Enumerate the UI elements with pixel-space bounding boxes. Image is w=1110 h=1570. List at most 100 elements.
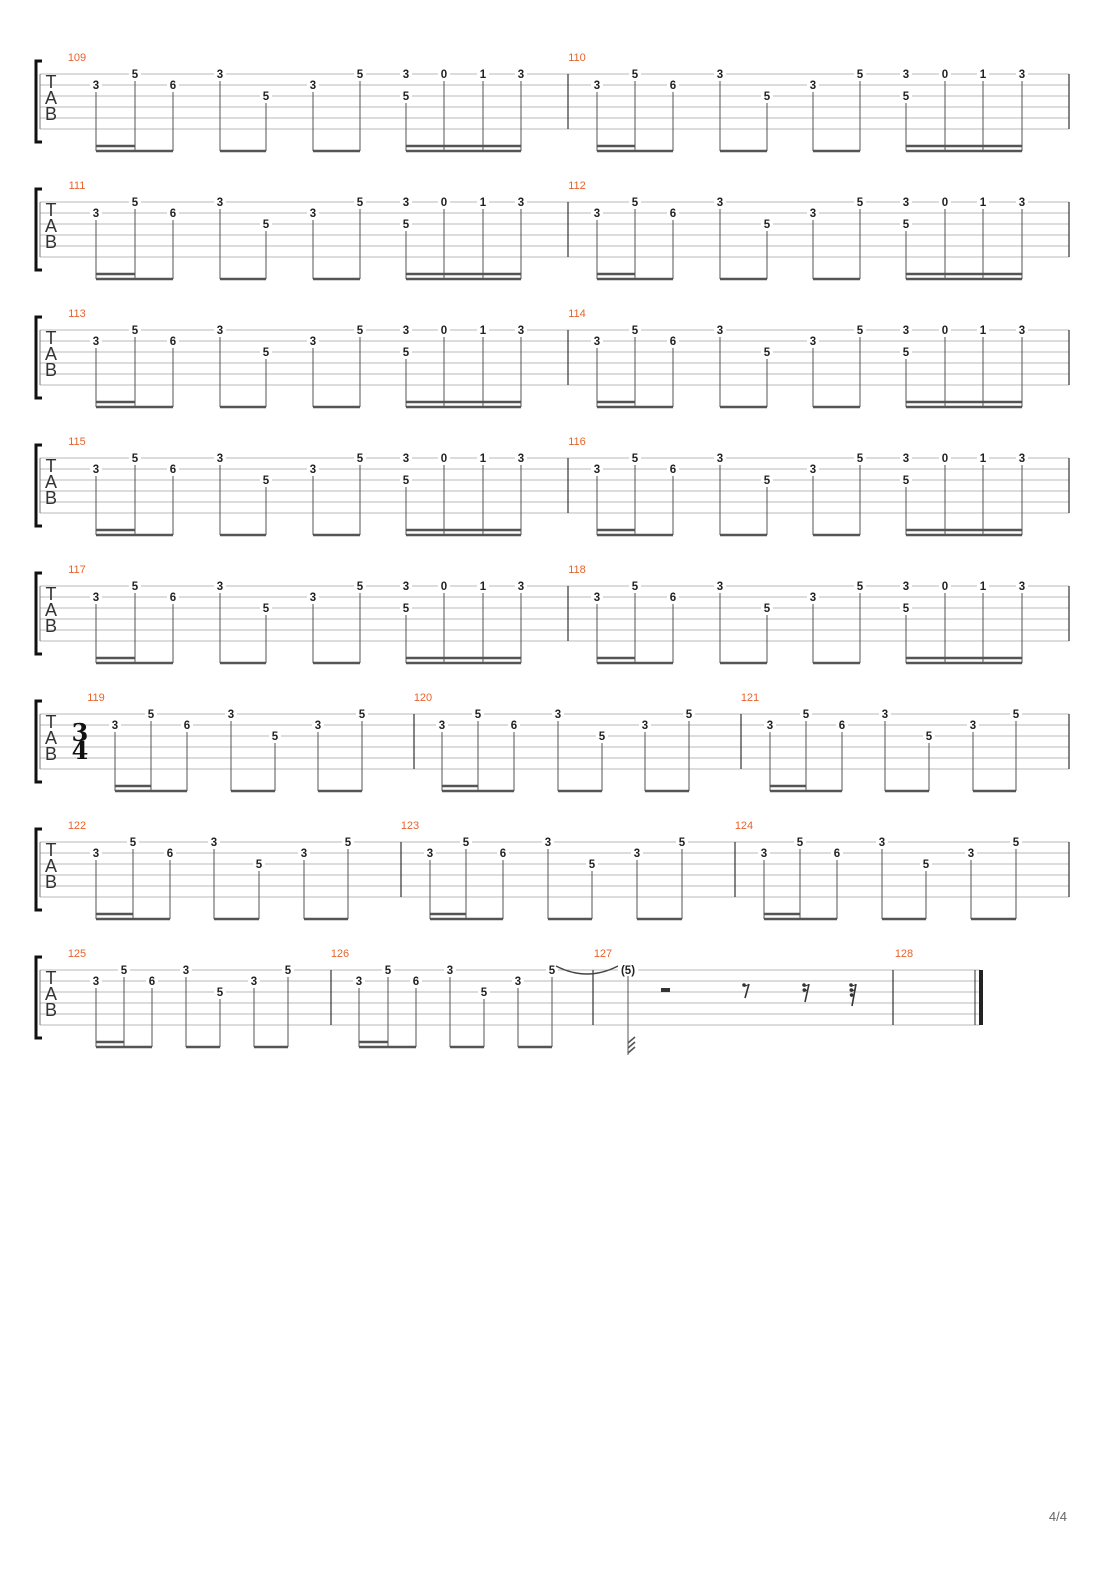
fret-mask <box>356 708 368 719</box>
fret-mask <box>1010 708 1022 719</box>
measure-number: 128 <box>895 948 913 960</box>
fret-mask <box>400 324 412 335</box>
fret-number: 3 <box>594 208 600 220</box>
fret-mask <box>164 847 176 858</box>
fret-mask <box>477 196 489 207</box>
fret-mask <box>214 324 226 335</box>
tab-clef-b: B <box>45 488 57 508</box>
fret-number: 0 <box>441 325 447 337</box>
tab-clef-a: A <box>45 856 57 876</box>
rest-flag <box>803 989 809 992</box>
fret-mask <box>900 602 912 613</box>
fret-number: 3 <box>217 197 223 209</box>
fret-number: 3 <box>903 325 909 337</box>
fret-number: 5 <box>1013 709 1020 721</box>
measure-number: 116 <box>568 436 586 448</box>
measure-number: 109 <box>68 52 86 64</box>
fret-number: 3 <box>301 848 307 860</box>
fret-number: 5 <box>764 475 771 487</box>
fret-number: 3 <box>717 69 723 81</box>
fret-number: 1 <box>480 197 487 209</box>
fret-number: 5 <box>132 69 139 81</box>
fret-mask <box>1016 580 1028 591</box>
fret-number: 5 <box>357 197 364 209</box>
fret-mask <box>618 964 638 975</box>
measure-number: 123 <box>401 820 419 832</box>
fret-mask <box>794 836 806 847</box>
fret-number: 5 <box>403 91 410 103</box>
fret-mask <box>714 324 726 335</box>
fret-number: 3 <box>903 197 909 209</box>
fret-number: 5 <box>926 731 933 743</box>
measure-number: 113 <box>68 308 86 320</box>
fret-mask <box>667 207 679 218</box>
half-rest <box>661 988 670 992</box>
fret-mask <box>167 463 179 474</box>
tab-clef-t: T <box>46 72 57 92</box>
fret-number: 6 <box>511 720 517 732</box>
fret-mask <box>438 452 450 463</box>
fret-mask <box>923 730 935 741</box>
fret-mask <box>472 708 484 719</box>
fret-number: 6 <box>500 848 506 860</box>
fret-number: 5 <box>263 91 270 103</box>
fret-mask <box>477 324 489 335</box>
fret-number: 5 <box>217 987 224 999</box>
fret-number: 5 <box>857 325 864 337</box>
fret-mask <box>354 196 366 207</box>
fret-number: 3 <box>356 976 362 988</box>
fret-mask <box>260 218 272 229</box>
fret-number: 3 <box>634 848 640 860</box>
fret-mask <box>354 324 366 335</box>
fret-mask <box>129 324 141 335</box>
fret-number: 3 <box>310 464 316 476</box>
fret-number: 5 <box>132 581 139 593</box>
fret-number: 3 <box>310 592 316 604</box>
fret-mask <box>854 324 866 335</box>
fret-number: 3 <box>217 69 223 81</box>
fret-mask <box>90 207 102 218</box>
fret-mask <box>977 324 989 335</box>
fret-mask <box>854 68 866 79</box>
system-bracket <box>34 443 42 528</box>
fret-number: 6 <box>670 592 676 604</box>
fret-mask <box>515 324 527 335</box>
measure-number: 117 <box>68 564 86 576</box>
fret-mask <box>181 719 193 730</box>
fret-mask <box>400 346 412 357</box>
fret-number: 5 <box>132 325 139 337</box>
fret-number: 3 <box>1019 453 1025 465</box>
fret-number: 3 <box>594 80 600 92</box>
fret-mask <box>591 463 603 474</box>
fret-mask <box>354 452 366 463</box>
tie <box>555 965 619 975</box>
fret-number: 3 <box>403 325 409 337</box>
fret-mask <box>90 463 102 474</box>
fret-number: 3 <box>310 80 316 92</box>
fret-mask <box>214 580 226 591</box>
tab-clef-a: A <box>45 88 57 108</box>
time-signature-top: 3 <box>72 718 89 747</box>
fret-mask <box>761 474 773 485</box>
fret-number: 1 <box>980 453 987 465</box>
fret-mask <box>118 964 130 975</box>
fret-number: 3 <box>217 581 223 593</box>
measure-number: 114 <box>568 308 586 320</box>
fret-number: 5 <box>589 859 596 871</box>
fret-number: 5 <box>803 709 810 721</box>
fret-mask <box>248 975 260 986</box>
fret-mask <box>400 602 412 613</box>
fret-number: 6 <box>170 336 176 348</box>
fret-number: 5 <box>632 453 639 465</box>
fret-mask <box>939 68 951 79</box>
fret-mask <box>145 708 157 719</box>
fret-number: 3 <box>251 976 257 988</box>
fret-mask <box>900 346 912 357</box>
fret-number: 5 <box>599 731 606 743</box>
